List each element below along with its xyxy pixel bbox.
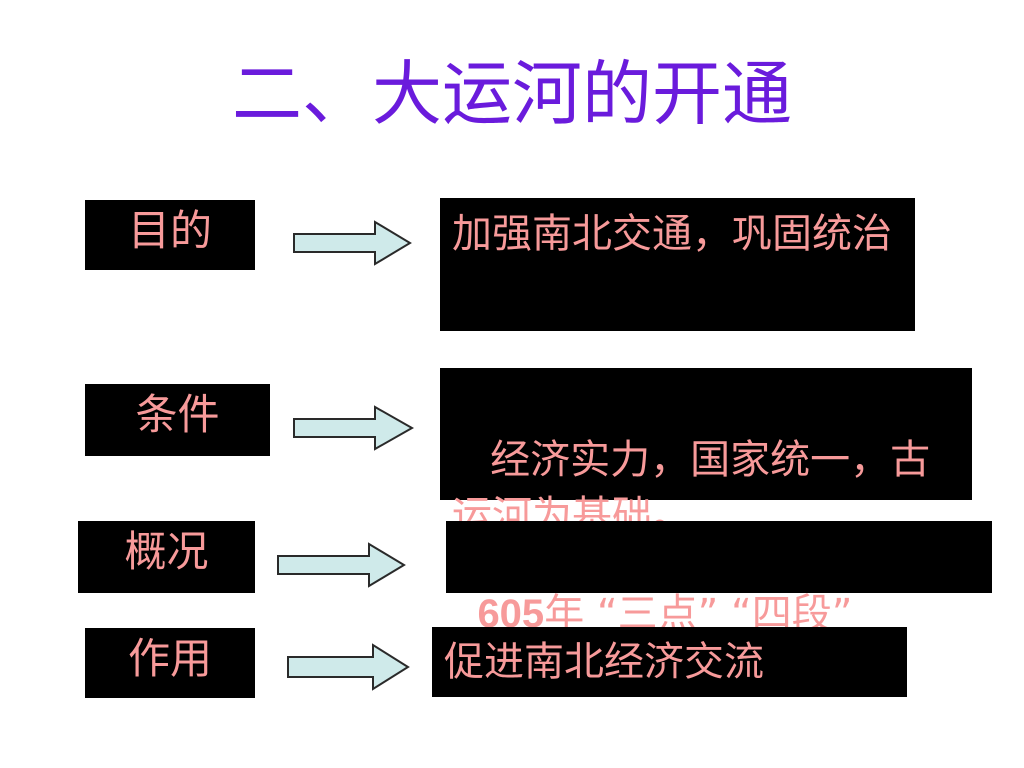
content-box-overview xyxy=(446,521,992,593)
right-arrow-icon xyxy=(293,405,415,451)
label-conditions: 条件 xyxy=(135,390,220,439)
page-title: 二、大运河的开通 xyxy=(232,53,792,135)
label-effect: 作用 xyxy=(127,634,212,683)
content-purpose: 加强南北交通，巩固统治 xyxy=(452,211,892,257)
label-box-conditions: 条件 xyxy=(85,384,270,456)
content-conditions: 经济实力，国家统一，古运河为基础。 xyxy=(452,437,931,539)
right-arrow-icon xyxy=(277,542,406,588)
content-box-purpose: 加强南北交通，巩固统治 xyxy=(440,198,915,331)
label-box-purpose: 目的 xyxy=(85,200,255,270)
label-box-overview: 概况 xyxy=(78,521,255,593)
content-effect: 促进南北经济交流 xyxy=(444,639,764,685)
label-purpose: 目的 xyxy=(127,206,212,255)
right-arrow-icon xyxy=(293,220,412,266)
content-box-effect xyxy=(432,627,907,697)
label-box-effect: 作用 xyxy=(85,628,255,698)
content-box-conditions: 经济实力，国家统一，古运河为基础。 xyxy=(440,368,972,539)
right-arrow-icon xyxy=(287,643,410,691)
content-overview: 605年 “三点” “四段” xyxy=(452,530,972,642)
label-overview: 概况 xyxy=(124,527,209,576)
